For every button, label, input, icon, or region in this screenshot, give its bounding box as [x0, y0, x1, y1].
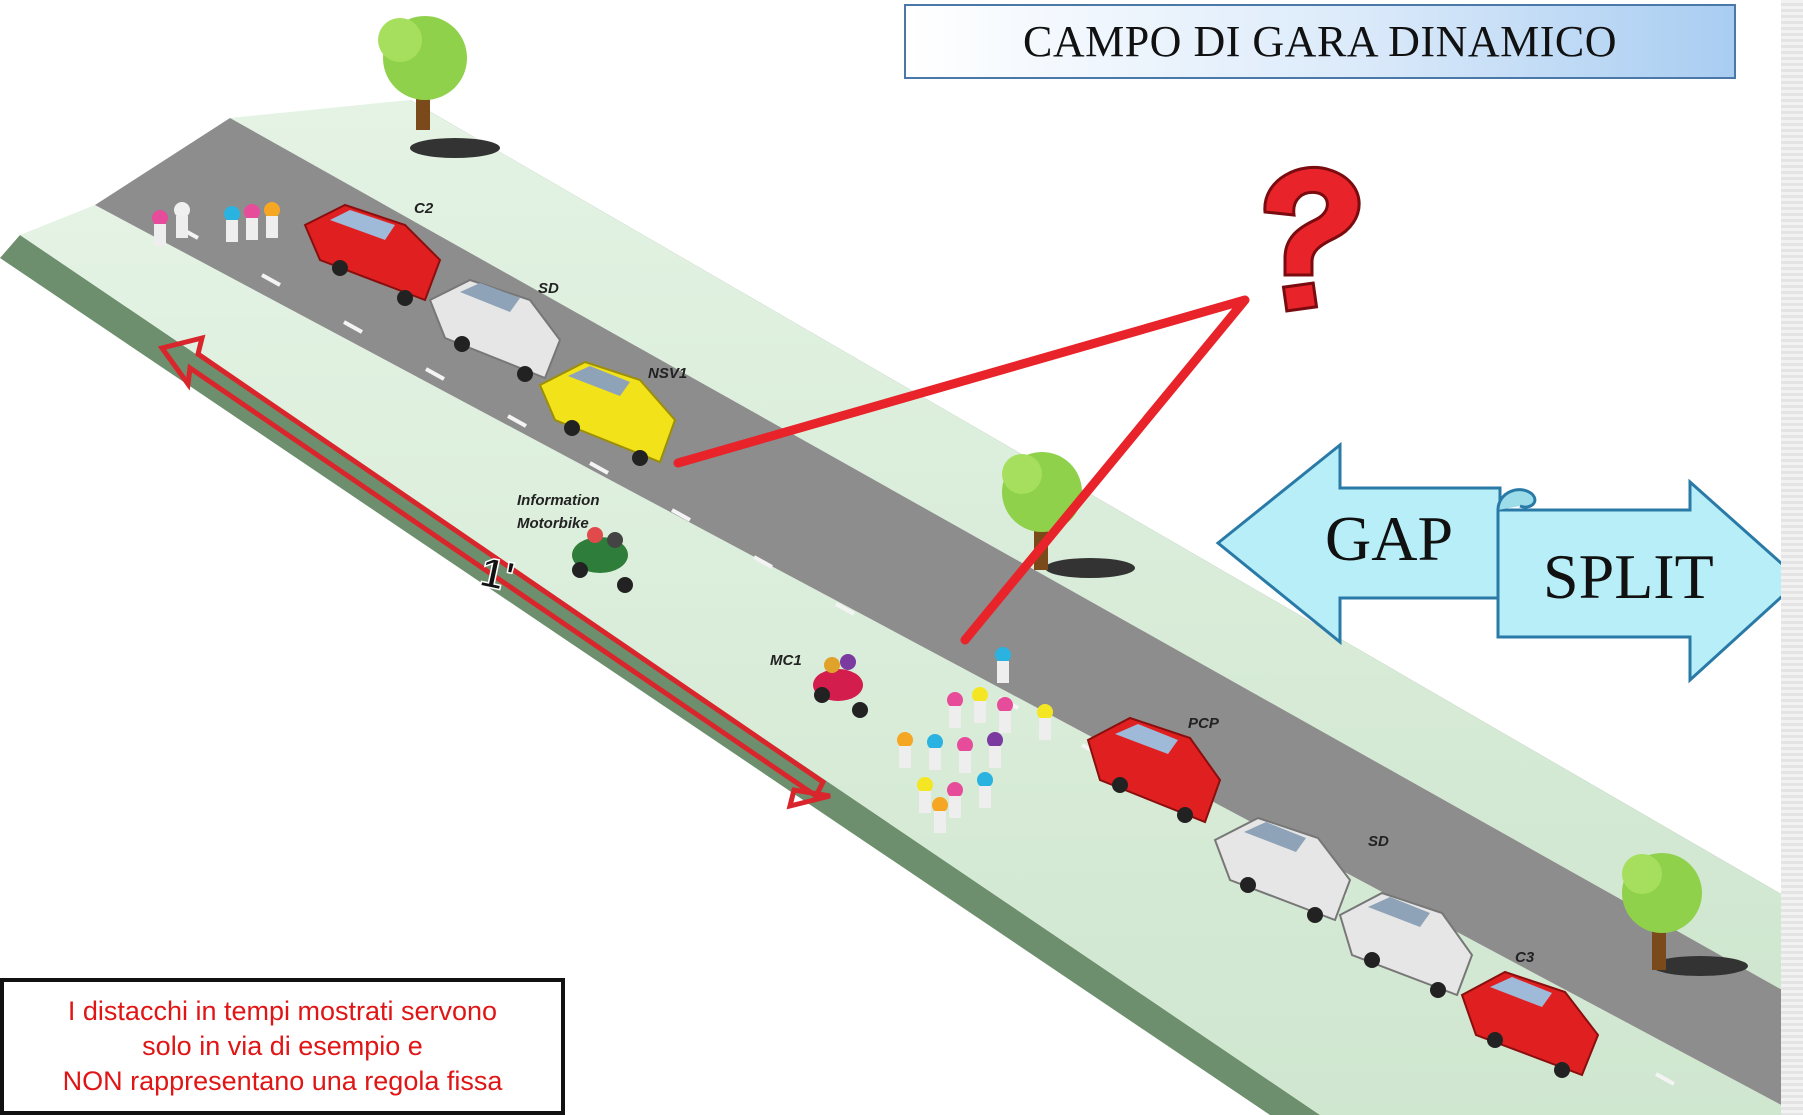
tree-top	[378, 16, 500, 158]
right-edge-stripe	[1781, 0, 1803, 1115]
label-mc1: MC1	[770, 652, 802, 669]
split-label: SPLIT	[1543, 541, 1714, 612]
car-sd-bottom	[1213, 816, 1352, 923]
car-sd-top	[428, 278, 562, 382]
information-motorbike	[572, 527, 633, 593]
gap-label: GAP	[1325, 503, 1454, 574]
car-c2	[303, 203, 442, 306]
note-line-2: solo in via di esempio e	[142, 1031, 423, 1061]
red-pointer-lines	[673, 295, 1250, 645]
leading-riders	[152, 202, 280, 246]
car-sd-bottom-2	[1338, 891, 1474, 998]
lower-verge	[20, 205, 1800, 1115]
car-pcp	[1086, 716, 1222, 824]
label-sd-bottom: SD	[1368, 833, 1389, 850]
label-nsv1: NSV1	[648, 365, 687, 382]
left-road-edge	[0, 235, 1320, 1115]
disclaimer-note: I distacchi in tempi mostrati servono so…	[0, 978, 565, 1115]
time-gap-arrow	[157, 334, 831, 810]
motorbike-mc1	[813, 654, 868, 718]
peloton	[897, 647, 1053, 833]
note-line-3: NON rappresentano una regola fissa	[62, 1066, 503, 1096]
question-mark-icon	[1263, 165, 1361, 313]
title-box: CAMPO DI GARA DINAMICO	[904, 4, 1736, 79]
note-line-1: I distacchi in tempi mostrati servono	[67, 996, 498, 1026]
car-c3	[1460, 970, 1600, 1078]
tree-right	[1622, 853, 1748, 976]
label-motorbike: Motorbike	[517, 515, 589, 532]
upper-verge	[230, 100, 1800, 1000]
car-nsv1	[538, 360, 677, 466]
label-pcp: PCP	[1188, 715, 1220, 732]
label-c2: C2	[414, 200, 434, 217]
label-information: Information	[517, 492, 600, 509]
split-arrow	[1496, 478, 1803, 684]
label-sd-top: SD	[538, 280, 559, 297]
label-c3: C3	[1515, 949, 1535, 966]
